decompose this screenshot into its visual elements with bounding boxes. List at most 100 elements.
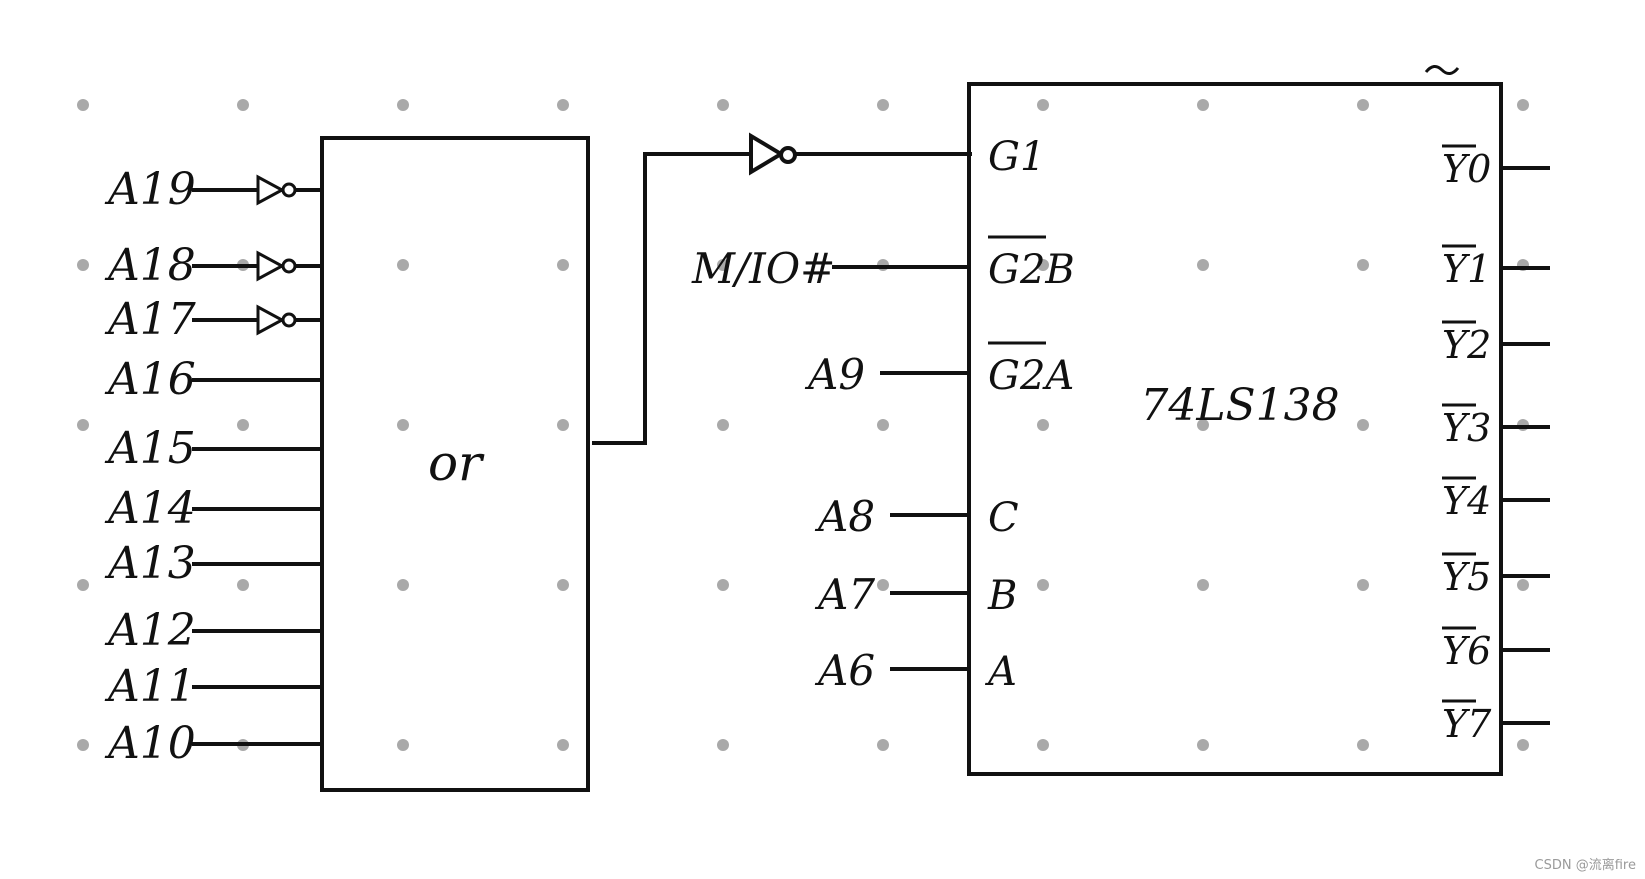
pin-label: A (984, 649, 1017, 695)
grid-dot (717, 419, 729, 431)
dot-grid (77, 99, 1529, 751)
grid-dot (1357, 579, 1369, 591)
inverter-icon (256, 174, 297, 206)
pin-label: B (987, 573, 1017, 619)
grid-dot (237, 419, 249, 431)
signal-mio: M/IO# (691, 244, 969, 293)
signal-label: A9 (804, 350, 865, 399)
output-label: Y0 (1442, 147, 1491, 191)
grid-dot (877, 579, 889, 591)
input-a13: A13 (104, 538, 322, 589)
grid-dot (1197, 739, 1209, 751)
output-label: Y2 (1442, 323, 1491, 367)
input-label: A11 (104, 661, 196, 712)
grid-dot (1197, 99, 1209, 111)
grid-dot (717, 259, 729, 271)
grid-dot (1197, 259, 1209, 271)
tilde-mark (1424, 65, 1460, 75)
signal-a9: A9 (804, 350, 969, 399)
input-label: A16 (104, 354, 196, 405)
grid-dot (1357, 419, 1369, 431)
grid-dot (717, 739, 729, 751)
or-output-wire (592, 152, 972, 445)
pin-g2b: G2B (988, 235, 1075, 293)
grid-dot (557, 99, 569, 111)
decoder-name: 74LS138 (1140, 380, 1339, 431)
output-label: Y4 (1442, 479, 1491, 523)
pin-label: C (988, 495, 1019, 541)
pin-label: G2B (988, 247, 1075, 293)
output-label: Y1 (1442, 247, 1491, 291)
grid-dot (717, 579, 729, 591)
input-label: A13 (104, 538, 196, 589)
grid-dot (557, 419, 569, 431)
output-y1: Y1 (1442, 244, 1550, 291)
pin-g2a: G2A (988, 341, 1074, 399)
signal-a6: A6 (814, 646, 969, 695)
grid-dot (77, 739, 89, 751)
input-a12: A12 (104, 605, 322, 656)
grid-dot (1357, 739, 1369, 751)
signal-a8: A8 (814, 492, 969, 541)
output-y0: Y0 (1442, 144, 1550, 191)
input-label: A17 (104, 294, 196, 345)
input-label: A14 (104, 483, 196, 534)
grid-dot (397, 739, 409, 751)
output-y7: Y7 (1442, 699, 1550, 746)
signal-label: A8 (814, 492, 875, 541)
input-a16: A16 (104, 354, 322, 405)
grid-dot (1037, 739, 1049, 751)
signal-label: M/IO# (691, 244, 835, 293)
input-a19: A19 (104, 164, 322, 215)
grid-dot (1037, 99, 1049, 111)
input-label: A18 (104, 240, 196, 291)
input-a15: A15 (104, 423, 322, 474)
grid-dot (1037, 259, 1049, 271)
input-a10: A10 (104, 718, 322, 769)
input-label: A15 (104, 423, 196, 474)
output-y5: Y5 (1442, 552, 1550, 599)
pin-c: C (988, 495, 1019, 541)
grid-dot (77, 419, 89, 431)
signal-label: A6 (814, 646, 875, 695)
output-y6: Y6 (1442, 626, 1550, 673)
pin-a: A (984, 649, 1017, 695)
grid-dot (77, 99, 89, 111)
grid-dot (1517, 579, 1529, 591)
inverter-icon (256, 250, 297, 282)
grid-dot (1517, 739, 1529, 751)
grid-dot (557, 579, 569, 591)
watermark: CSDN @流离fire (1535, 857, 1636, 873)
grid-dot (1197, 419, 1209, 431)
inverter-icon (256, 304, 297, 336)
grid-dot (1357, 259, 1369, 271)
input-label: A12 (104, 605, 196, 656)
input-a11: A11 (104, 661, 322, 712)
grid-dot (397, 579, 409, 591)
input-a18: A18 (104, 240, 322, 291)
signal-a7: A7 (814, 570, 969, 619)
grid-dot (237, 579, 249, 591)
grid-dot (717, 99, 729, 111)
grid-dot (877, 739, 889, 751)
grid-dot (557, 739, 569, 751)
grid-dot (1357, 99, 1369, 111)
input-a14: A14 (104, 483, 322, 534)
output-y4: Y4 (1442, 476, 1550, 523)
pin-b: B (987, 573, 1017, 619)
input-a17: A17 (104, 294, 322, 345)
output-y2: Y2 (1442, 320, 1550, 367)
output-label: Y6 (1442, 629, 1491, 673)
pin-label: G2A (988, 353, 1074, 399)
or-gate-box (320, 136, 590, 792)
signal-label: A7 (814, 570, 875, 619)
grid-dot (557, 259, 569, 271)
pin-label: G1 (988, 134, 1045, 180)
grid-dot (77, 259, 89, 271)
grid-dot (77, 579, 89, 591)
pin-g1: G1 (988, 134, 1045, 180)
grid-dot (397, 259, 409, 271)
